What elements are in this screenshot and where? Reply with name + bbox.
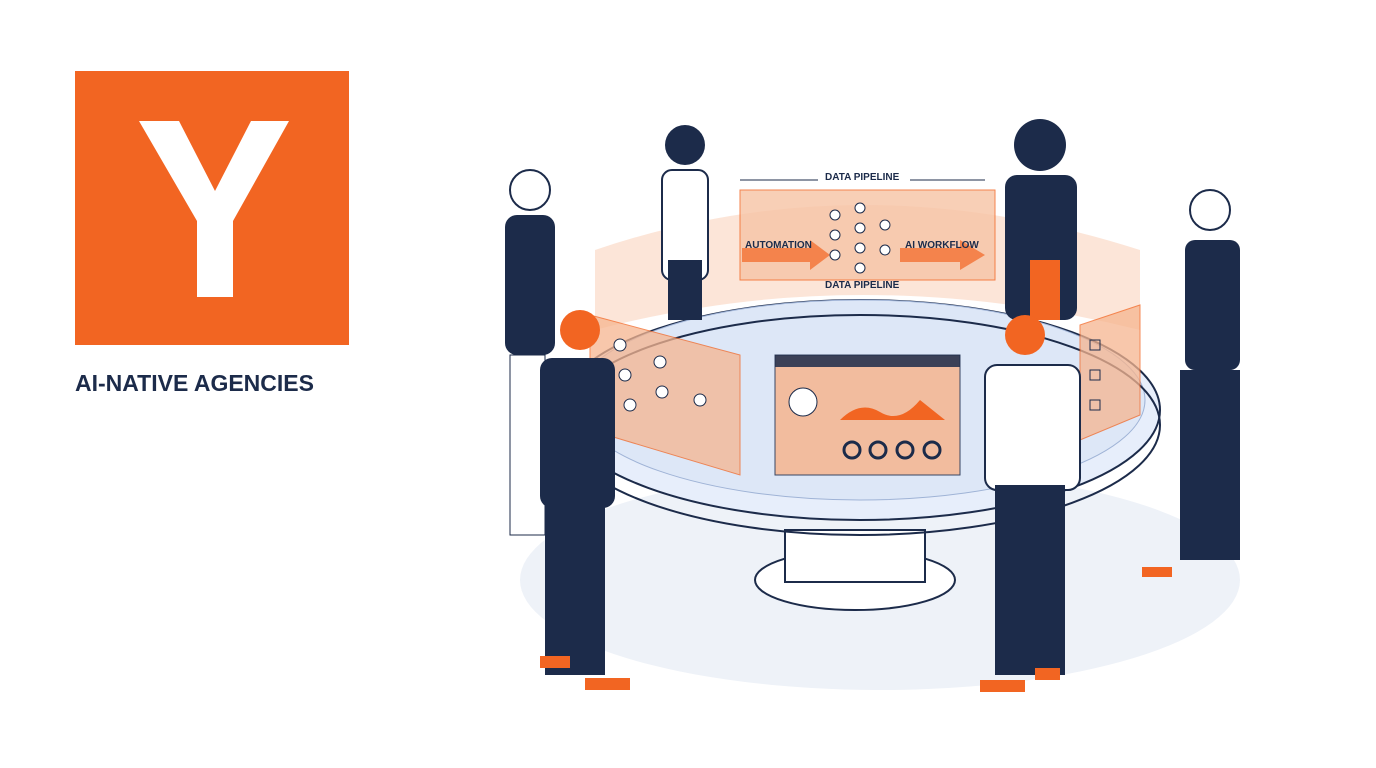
ai-workflow-label: AI WORKFLOW bbox=[905, 240, 979, 251]
checklist-icon bbox=[1089, 339, 1101, 411]
logo bbox=[75, 71, 349, 345]
team-illustration: DATA PIPELINE AUTOMATION AI WORKFLOW DAT… bbox=[505, 119, 1240, 692]
pipeline-panel: DATA PIPELINE AUTOMATION AI WORKFLOW DAT… bbox=[739, 172, 996, 291]
automation-label: AUTOMATION bbox=[745, 240, 812, 251]
person-front-left bbox=[540, 310, 630, 690]
y-logo-icon bbox=[139, 121, 289, 297]
top-pipeline-label: DATA PIPELINE bbox=[825, 172, 900, 183]
person-front-right bbox=[980, 315, 1081, 692]
person-center-right bbox=[1005, 119, 1077, 320]
bottom-pipeline-label: DATA PIPELINE bbox=[825, 280, 900, 291]
neural-network-icon bbox=[829, 202, 891, 274]
person-left-back bbox=[505, 169, 555, 536]
chart-icon bbox=[840, 400, 945, 420]
profile-icon bbox=[788, 387, 818, 417]
dashboard-panel bbox=[774, 354, 961, 476]
tagline: AI-NATIVE AGENCIES bbox=[75, 370, 314, 396]
person-right bbox=[1142, 189, 1240, 577]
person-center-left bbox=[661, 125, 709, 320]
